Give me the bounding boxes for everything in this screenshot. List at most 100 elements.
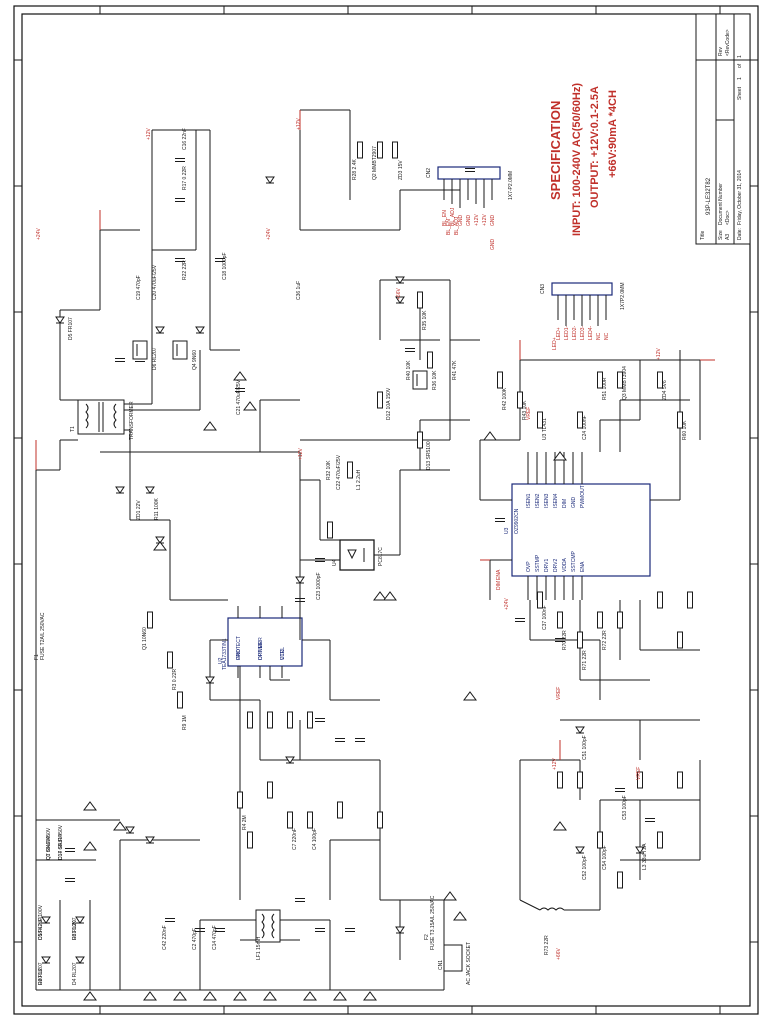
u3-pin-label: ISEN1: [526, 493, 532, 508]
resistor: [247, 711, 253, 729]
component-label: R40 10K: [406, 360, 412, 380]
ground-symbol: [83, 991, 97, 1001]
diode: [395, 276, 405, 284]
resistor: [417, 291, 423, 309]
date-value: Friday, October 31, 2014: [737, 170, 743, 225]
net-label: +24V: [36, 228, 42, 240]
ground-symbol: [233, 991, 247, 1001]
resistor: [337, 801, 343, 819]
resistor: [657, 591, 663, 609]
diode: [41, 916, 51, 924]
resistor: [617, 371, 623, 389]
cn3-pin-label: NC: [604, 332, 610, 340]
net-label: VREF: [526, 407, 532, 420]
cn2-pin-label: GND: [466, 215, 472, 227]
component-label: R51 100R: [602, 377, 608, 400]
component-label: L1 2.2uH: [356, 469, 362, 490]
component-label: Q7 SI4190: [46, 836, 52, 860]
ground-symbol: [373, 591, 387, 601]
component-label: R3 0.22R: [172, 668, 178, 690]
optocoupler-u4: U4 PC817C: [332, 539, 384, 571]
cn3-pin-label: LED2-: [572, 325, 578, 340]
resistor: [347, 461, 353, 479]
resistor: [377, 811, 383, 829]
mosfet: [132, 340, 148, 360]
component-label: C16 22nF: [182, 128, 188, 150]
diode: [295, 576, 305, 584]
resistor: [617, 611, 623, 629]
ground-symbol: [203, 991, 217, 1001]
component-label: C53 100pF: [622, 795, 628, 820]
cn1-name: AC JACK SOCKET: [466, 942, 472, 985]
net-label: BL_ADJ: [454, 216, 460, 235]
component-label: Q4 9N60: [192, 350, 198, 370]
component-label: Q2 MMBT2907: [372, 146, 378, 180]
component-label: LF1 15mH: [256, 936, 262, 960]
title-block: Title 93P-LE32T82 Size A3 Document Numbe…: [695, 13, 751, 245]
resistor: [247, 831, 253, 849]
resistor: [557, 771, 563, 789]
net-label: LED+: [552, 337, 558, 350]
resistor: [147, 611, 153, 629]
resistor: [677, 771, 683, 789]
resistor: [577, 411, 583, 429]
resistor: [357, 141, 363, 159]
u3-pin-label: DIM: [562, 499, 568, 508]
component-label: R4 2M: [242, 815, 248, 830]
title-label: Title: [700, 231, 706, 240]
component-label: D1 RL207: [38, 917, 44, 940]
resistor: [687, 591, 693, 609]
component-label: C23 1000pF: [316, 572, 322, 600]
component-label: R60 10K: [682, 420, 688, 440]
diode: [75, 916, 85, 924]
resistor: [417, 431, 423, 449]
u3-pin-label: ISEN3: [544, 493, 550, 508]
component-label: U3 TL431: [542, 418, 548, 440]
u2-pin-label: OPTIMER: [258, 637, 264, 660]
resistor: [537, 591, 543, 609]
title-value: 93P-LE32T82: [706, 177, 712, 215]
ground-symbol: [333, 991, 347, 1001]
component-label: D3 RL207: [72, 917, 78, 940]
component-label: C58 47uF/100V: [38, 904, 44, 940]
cn2-name: 1X7-P2.0MM: [508, 171, 514, 200]
component-label: C1 68uF/450V: [46, 827, 52, 860]
diode: [125, 826, 135, 834]
u3-pin-label: VDDA: [562, 557, 568, 572]
cn3-pin-label: LED3-: [580, 325, 586, 340]
fuse-f2-value: FUSE T3.15A/L 250VAC: [430, 895, 436, 950]
rev-label: Rev: [718, 47, 724, 56]
component-label: R42 100K: [502, 387, 508, 410]
component-label: R72 22R: [602, 630, 608, 650]
diode: [155, 536, 165, 544]
resistor: [237, 791, 243, 809]
component-label: ZD1 22V: [136, 500, 142, 520]
u3-pin-label: SSTCMP: [571, 551, 577, 573]
spec-output-2: +66V:90mA *4CH: [607, 90, 619, 178]
resistor: [657, 371, 663, 389]
specification-block: SPECIFICATION INPUT: 100-240V AC(50/60Hz…: [548, 83, 619, 236]
ground-symbol: [483, 431, 497, 441]
outer-frame: [13, 5, 759, 1015]
net-label: +24V: [504, 598, 510, 610]
ground-symbol: [263, 991, 277, 1001]
resistor: [307, 811, 313, 829]
component-label: Q1 10N60: [142, 627, 148, 650]
resistor: [167, 651, 173, 669]
component-label: Q3 MMBT3904: [622, 366, 628, 400]
resistor: [637, 771, 643, 789]
net-label: VREF: [556, 687, 562, 700]
passive-parts: [41, 141, 693, 964]
u3-pin-label: DRV1: [544, 559, 550, 572]
resistor: [377, 391, 383, 409]
component-label: L3 33uH 2A: [642, 843, 648, 870]
u3-pin-label: SSTMP: [535, 554, 541, 572]
resistor: [677, 411, 683, 429]
cn2-ref: CN2: [426, 168, 432, 178]
ground-symbol: [463, 691, 477, 701]
component-label: C52 100pF: [582, 855, 588, 880]
diode: [575, 726, 585, 734]
cn2-pin-label: +12V: [482, 214, 488, 226]
u3-pin-label: ISEN4: [553, 493, 559, 508]
ground-symbol: [443, 891, 457, 901]
